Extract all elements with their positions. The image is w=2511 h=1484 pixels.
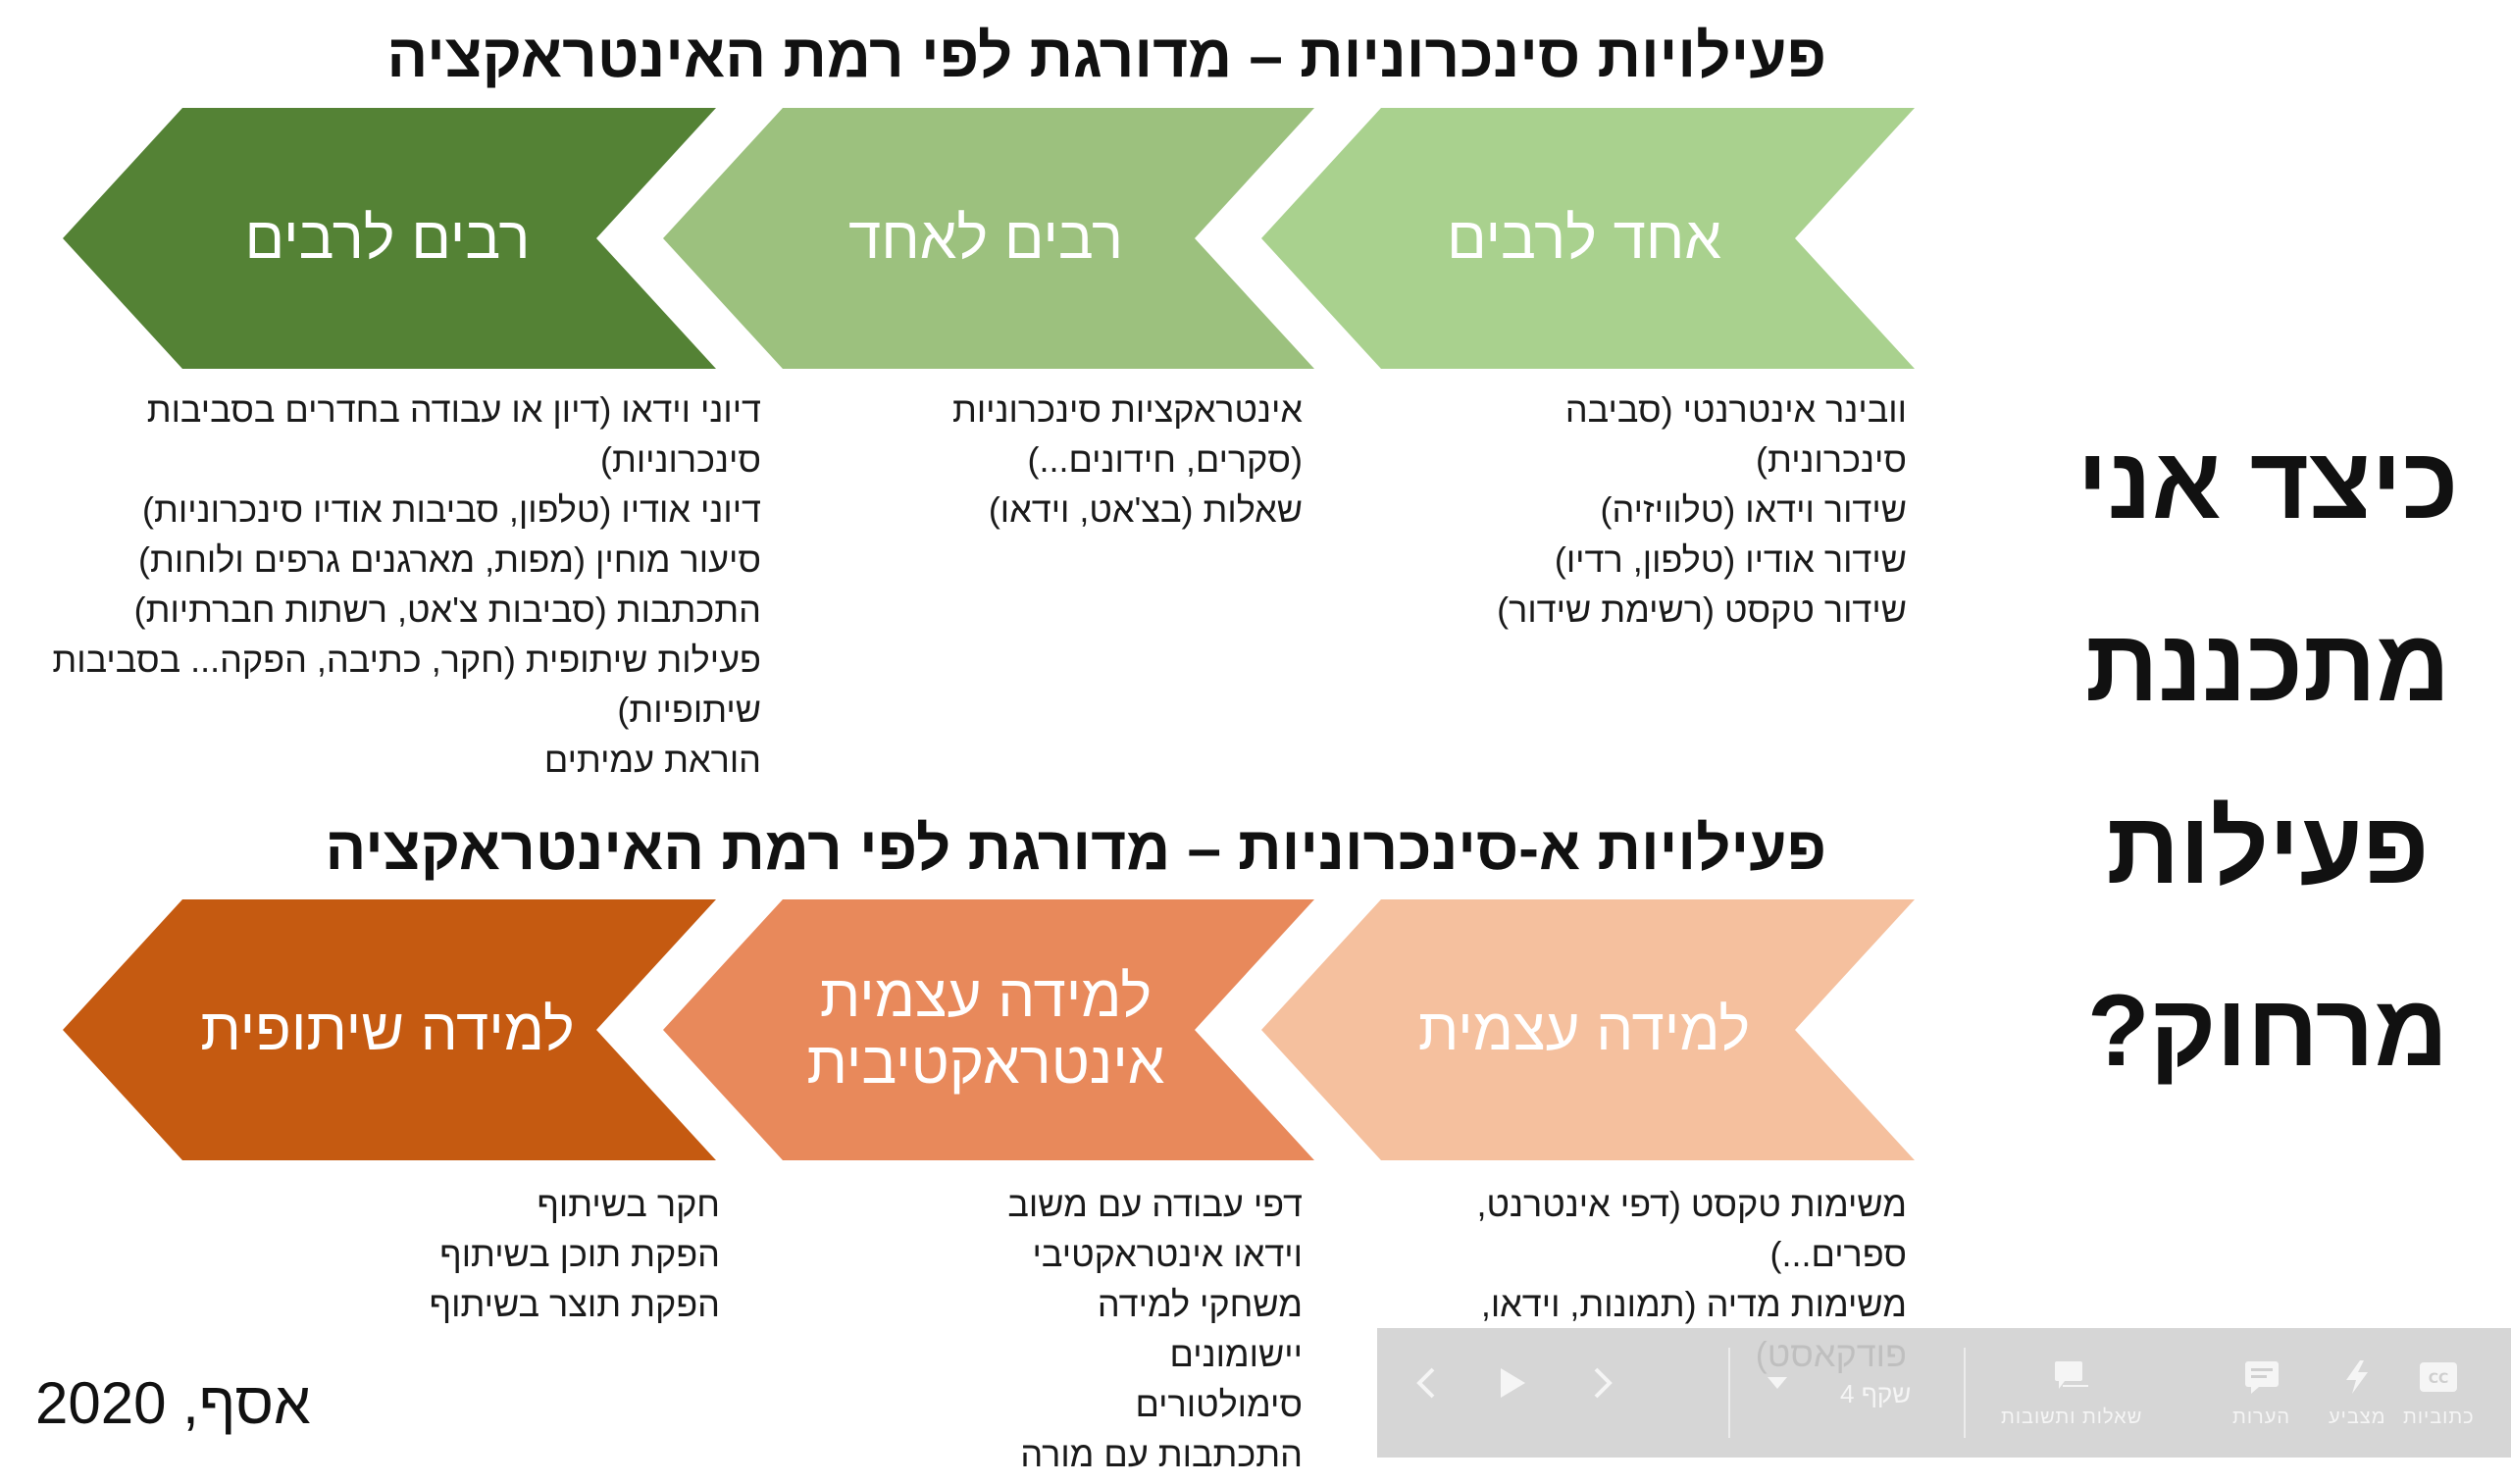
sync-chevron-1-shape bbox=[1261, 108, 1915, 369]
play-button[interactable] bbox=[1493, 1363, 1532, 1403]
sync-chevron-3-label: רבים לרבים bbox=[244, 205, 531, 271]
side-question-line: כיצד אני bbox=[2076, 427, 2459, 540]
sync-chevron-2-label: רבים לאחד bbox=[847, 205, 1124, 271]
async-chevron-3-label: למידה שיתופית bbox=[200, 997, 575, 1062]
sync-activities-heading: פעילויות סינכרוניות – מדורגת לפי רמת האי… bbox=[386, 23, 1826, 90]
async-chevron-1-label: למידה עצמית bbox=[1417, 997, 1751, 1062]
async-activities-heading: פעילויות א-סינכרוניות – מדורגת לפי רמת ה… bbox=[325, 815, 1826, 883]
next-slide-button[interactable] bbox=[1583, 1363, 1622, 1403]
captions-button-label: כתוביות bbox=[2403, 1407, 2475, 1428]
sync-chevron-2-shape bbox=[663, 108, 1314, 369]
list-item: יישומונים bbox=[1169, 1334, 1303, 1374]
captions-button[interactable]: CC כתוביות bbox=[2403, 1357, 2475, 1429]
side-question-line: מרחוק? bbox=[2086, 974, 2449, 1088]
async-chevron-2-label: למידה עצמית אינטראקטיבית bbox=[806, 963, 1165, 1096]
list-item: משחקי למידה bbox=[1097, 1284, 1303, 1324]
async-chevron-3-shape bbox=[63, 899, 716, 1160]
sync-column-many-to-one: אינטראקציות סינכרוניות (סקרים, חידונים..… bbox=[910, 384, 1303, 535]
divider bbox=[1728, 1348, 1730, 1438]
list-item: פעילות שיתופית (חקר, כתיבה, הפקה... בסבי… bbox=[52, 640, 761, 730]
sync-chevron-3-shape bbox=[63, 108, 716, 369]
side-question-line: מתכננת bbox=[2084, 609, 2451, 723]
divider bbox=[1964, 1348, 1966, 1438]
qa-button[interactable]: שאלות ותשובות bbox=[2001, 1357, 2142, 1429]
pointer-button-label: מצביע bbox=[2329, 1407, 2386, 1428]
list-item: משימות טקסט (דפי אינטרנט, ספרים...) bbox=[1476, 1184, 1908, 1274]
svg-text:CC: CC bbox=[2429, 1371, 2449, 1387]
notes-button[interactable]: הערות bbox=[2232, 1357, 2290, 1429]
list-item: וידאו אינטראקטיבי bbox=[1032, 1234, 1303, 1274]
async-chevron-1-shape bbox=[1261, 899, 1915, 1160]
pointer-button[interactable]: מצביע bbox=[2329, 1357, 2385, 1429]
list-item: שידור אודיו (טלפון, רדיו) bbox=[1554, 539, 1907, 580]
list-item: וובינר אינטרנטי (סביבה סינכרונית) bbox=[1564, 389, 1907, 480]
list-item: שאלות (בצ'אט, וידאו) bbox=[988, 489, 1303, 530]
list-item: שידור וידאו (טלוויזיה) bbox=[1600, 489, 1907, 530]
side-question-line: פעילות bbox=[2106, 792, 2430, 905]
slide-indicator[interactable]: שקף 4 bbox=[1840, 1379, 1912, 1408]
list-item: הפקת תוכן בשיתוף bbox=[439, 1234, 720, 1274]
async-column-interactive-self-learning: דפי עבודה עם משוב וידאו אינטראקטיבי משחק… bbox=[910, 1179, 1303, 1479]
async-chevron-2-shape bbox=[663, 899, 1314, 1160]
captions-icon: CC bbox=[2419, 1357, 2458, 1397]
credit-text: אסף, 2020 bbox=[35, 1370, 311, 1436]
list-item: אינטראקציות סינכרוניות (סקרים, חידונים..… bbox=[951, 389, 1303, 480]
list-item: חקר בשיתוף bbox=[537, 1184, 720, 1224]
pointer-icon bbox=[2337, 1357, 2377, 1397]
list-item: סיעור מוחין (מפות, מארגנים גרפים ולוחות) bbox=[137, 539, 761, 580]
play-icon bbox=[1493, 1363, 1532, 1403]
notes-icon bbox=[2242, 1357, 2281, 1397]
list-item: התכתבות (סביבות צ'אט, רשתות חברתיות) bbox=[133, 589, 761, 630]
chevron-right-icon bbox=[1583, 1363, 1622, 1403]
list-item: שידור טקסט (רשימת שידור) bbox=[1497, 589, 1907, 630]
list-item: סימולטורים bbox=[1135, 1384, 1303, 1424]
sync-chevron-1-label: אחד לרבים bbox=[1446, 205, 1722, 271]
sync-column-many-to-many: דיוני וידאו (דיון או עבודה בחדרים בסביבו… bbox=[0, 384, 761, 785]
qa-button-label: שאלות ותשובות bbox=[2001, 1407, 2143, 1428]
list-item: התכתבות עם מורה bbox=[1020, 1434, 1303, 1474]
chevron-left-icon bbox=[1407, 1363, 1446, 1403]
presentation-control-bar: שקף 4 שאלות ותשובות הערות מצביע CC כתובי… bbox=[1377, 1328, 2511, 1458]
side-question: כיצד אני מתכננת פעילות מרחוק? bbox=[2072, 392, 2464, 1122]
list-item: הפקת תוצר בשיתוף bbox=[429, 1284, 720, 1324]
async-column-collaborative-learning: חקר בשיתוף הפקת תוכן בשיתוף הפקת תוצר בש… bbox=[328, 1179, 720, 1329]
list-item: דיוני אודיו (טלפון, סביבות אודיו סינכרונ… bbox=[142, 489, 761, 530]
list-item: דפי עבודה עם משוב bbox=[1007, 1184, 1303, 1224]
previous-slide-button[interactable] bbox=[1407, 1363, 1446, 1403]
sync-column-one-to-many: וובינר אינטרנטי (סביבה סינכרונית) שידור … bbox=[1495, 384, 1907, 635]
caret-down-icon bbox=[1758, 1363, 1797, 1403]
notes-button-label: הערות bbox=[2232, 1407, 2291, 1428]
qa-icon bbox=[2052, 1357, 2091, 1397]
list-item: דיוני וידאו (דיון או עבודה בחדרים בסביבו… bbox=[146, 389, 761, 480]
list-item: הוראת עמיתים bbox=[543, 740, 761, 780]
slide-menu-button[interactable] bbox=[1758, 1363, 1797, 1403]
